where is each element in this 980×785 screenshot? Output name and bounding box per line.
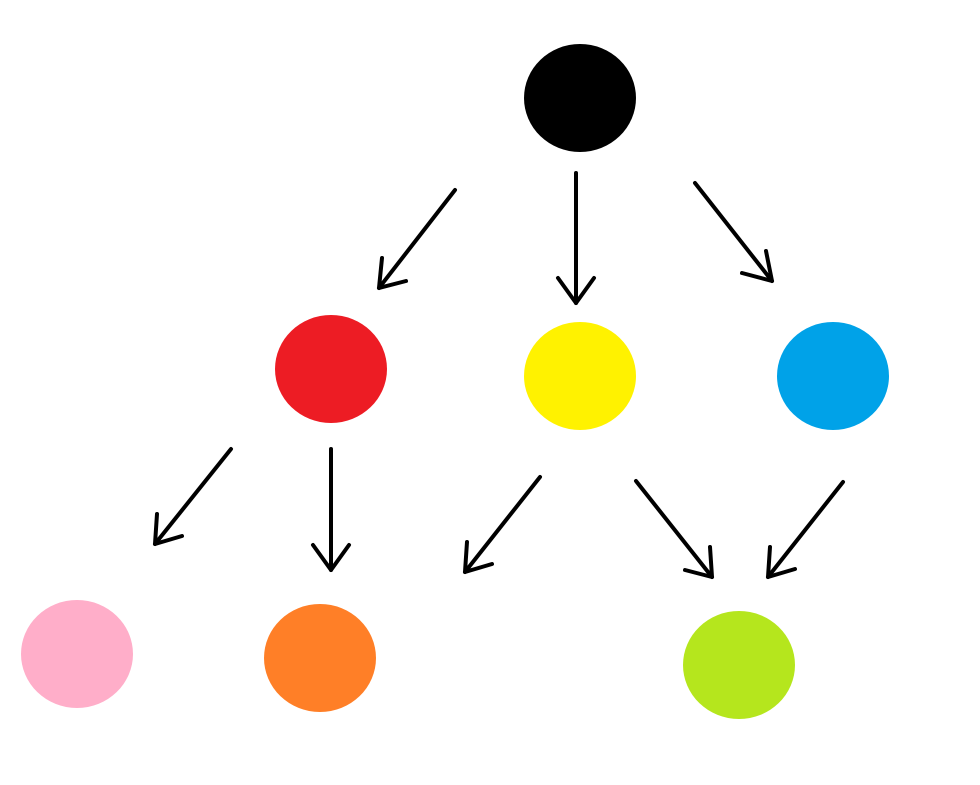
arrow-blue-to-green bbox=[766, 480, 845, 579]
arrow-black-to-yellow bbox=[556, 171, 596, 305]
arrow-yellow-to-green bbox=[634, 479, 714, 579]
node-orange bbox=[264, 604, 376, 712]
node-pink bbox=[21, 600, 133, 708]
arrow-black-to-blue bbox=[693, 181, 774, 283]
node-yellow bbox=[524, 322, 636, 430]
arrow-yellow-to-orange bbox=[463, 475, 542, 574]
node-black bbox=[524, 44, 636, 152]
nodes-layer bbox=[21, 44, 889, 719]
arrow-black-to-red bbox=[377, 188, 457, 290]
arrow-red-to-pink bbox=[153, 447, 233, 546]
node-red bbox=[275, 315, 387, 423]
node-green bbox=[683, 611, 795, 719]
edges-layer bbox=[153, 171, 845, 579]
node-blue bbox=[777, 322, 889, 430]
arrow-red-to-orange bbox=[311, 447, 351, 572]
